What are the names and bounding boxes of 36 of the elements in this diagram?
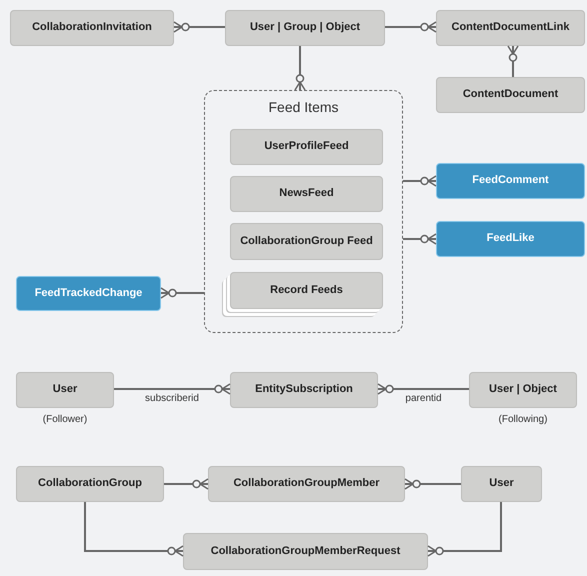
role-note: (Follower): [42, 414, 88, 425]
relationship-line: [404, 478, 461, 490]
relationship-line: [294, 46, 306, 91]
entity-box: CollaborationGroupMemberRequest: [183, 533, 428, 570]
entity-box: FeedLike: [436, 221, 585, 257]
relationship-line: [164, 478, 209, 490]
edge-label: parentid: [405, 393, 442, 404]
entity-box: User: [16, 372, 114, 408]
entity-box: CollaborationInvitation: [10, 10, 174, 46]
entity-box: CollaborationGroupMember: [208, 466, 405, 502]
relationship-line: [160, 287, 204, 299]
edge-label: subscriberid: [145, 393, 199, 404]
entity-box: EntitySubscription: [230, 372, 378, 408]
entity-box: NewsFeed: [230, 176, 383, 212]
relationship-line: [377, 383, 469, 395]
entity-box: User | Group | Object: [225, 10, 385, 46]
entity-box: FeedTrackedChange: [16, 276, 161, 311]
entity-box: ContentDocument: [436, 77, 585, 113]
relationship-line: [507, 45, 519, 77]
entity-box: UserProfileFeed: [230, 129, 383, 165]
entity-box: User: [461, 466, 542, 502]
entity-box: ContentDocumentLink: [436, 10, 585, 46]
relationship-line: [173, 21, 225, 33]
relationship-line: [403, 175, 437, 187]
entity-box: User | Object: [469, 372, 577, 408]
relationship-line: [427, 502, 502, 557]
relationship-line: [385, 21, 437, 33]
group-title: Feed Items: [267, 99, 340, 115]
role-note: (Following): [498, 414, 548, 425]
entity-box: CollaborationGroup: [16, 466, 164, 502]
entity-box: FeedComment: [436, 163, 585, 199]
relationship-line: [403, 233, 437, 245]
entity-box: CollaborationGroup Feed: [230, 223, 383, 260]
relationship-line: [114, 383, 231, 395]
group-container: [204, 90, 403, 333]
relationship-line: [84, 502, 184, 557]
